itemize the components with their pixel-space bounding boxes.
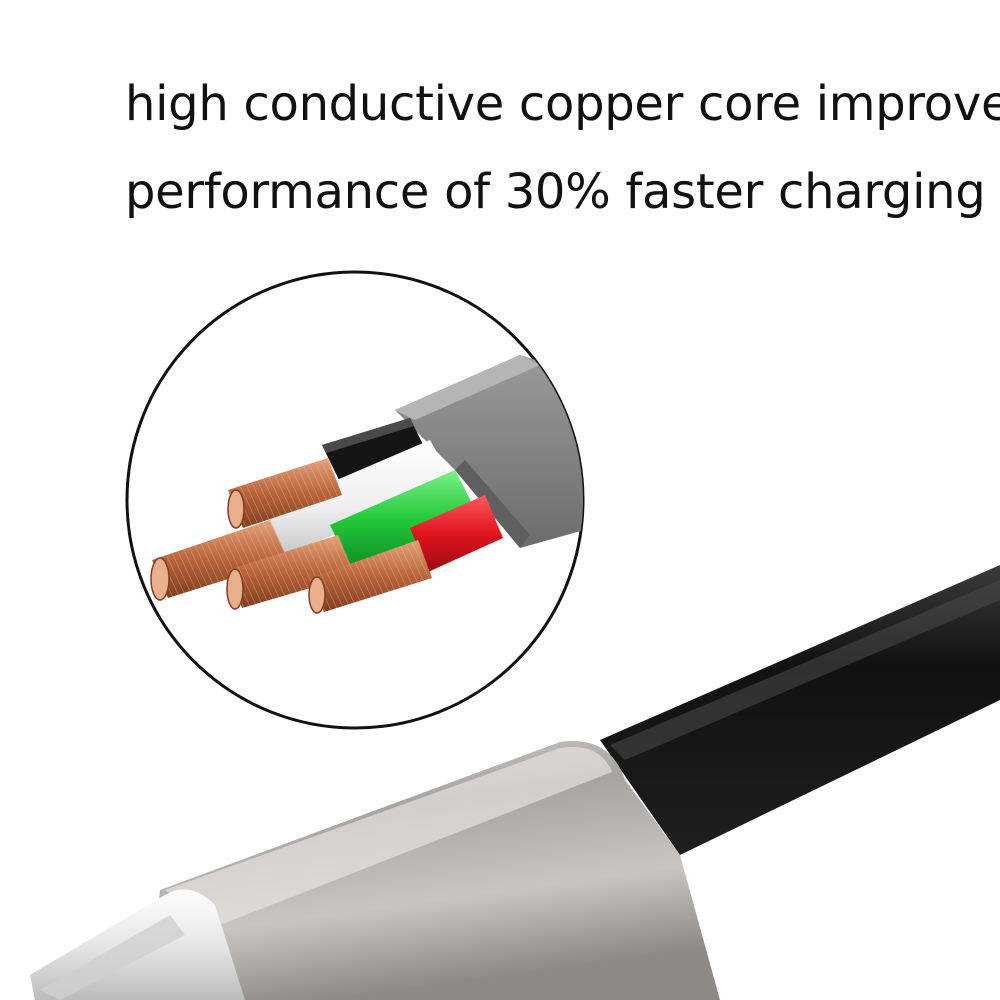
copper-core-left [150,520,288,601]
cable-cross-section [150,355,583,614]
copper-core-top [227,458,342,529]
headline: high conductive copper core improve perf… [125,60,1000,236]
wire-white [262,440,455,555]
zoom-circle [125,270,585,730]
usb-c-plug [30,889,245,1000]
wire-green [330,470,478,570]
metal-connector-housing [158,741,720,1000]
copper-core-right [308,540,432,614]
wire-red [410,495,503,572]
flat-cable-jacket [600,565,1000,855]
headline-line-1: high conductive copper core improve [125,76,1000,132]
wire-black [322,418,428,482]
copper-core-middle [226,535,355,610]
headline-line-2: performance of 30% faster charging [125,164,986,220]
